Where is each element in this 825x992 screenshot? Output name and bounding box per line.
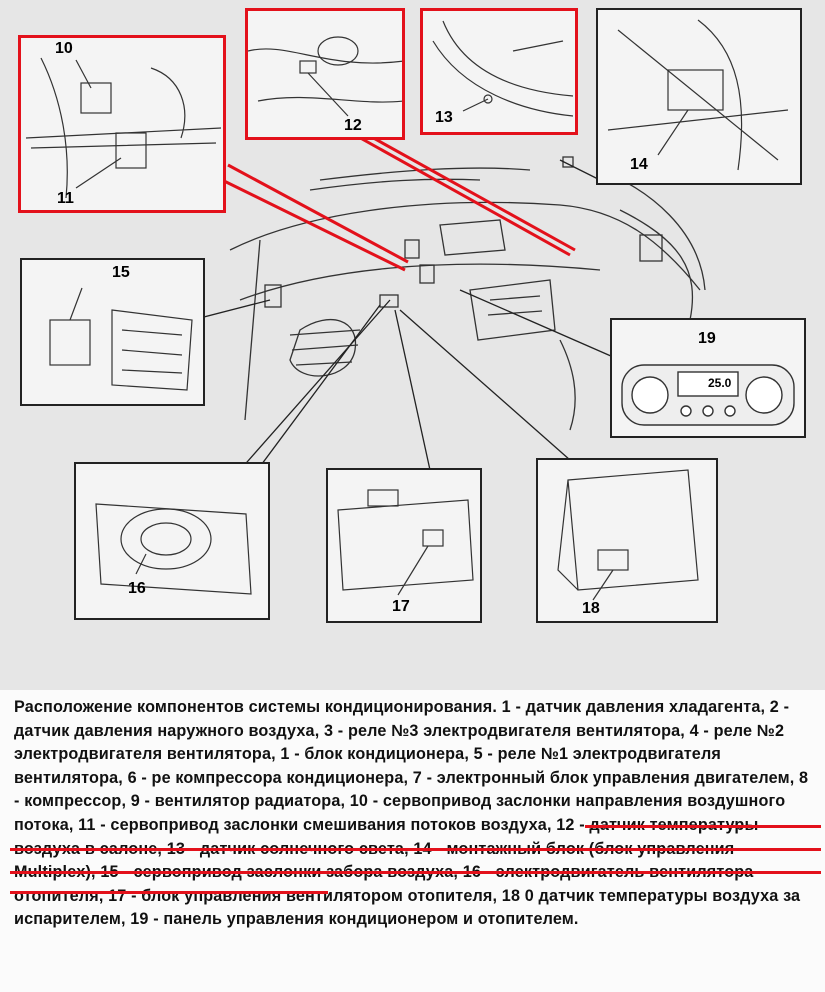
component-diagram: 10 11 12 13 [0,0,825,690]
panel-17: 17 [326,468,482,623]
panel-18: 18 [536,458,718,623]
panel-16: 16 [74,462,270,620]
panel-10-11: 10 11 [18,35,226,213]
cabin-sensor-drawing [248,36,402,117]
intake-servo-drawing [49,287,193,391]
panel-15: 15 [20,258,205,406]
callout-15: 15 [112,264,130,281]
multiplex-drawing [607,19,789,171]
blower-motor-drawing [95,503,252,595]
callout-14: 14 [630,156,648,173]
callout-17: 17 [392,598,410,615]
callout-19: 19 [698,330,716,347]
highlight-line-2 [10,848,821,851]
callout-10: 10 [55,40,73,57]
callout-18: 18 [582,600,600,617]
callout-12: 12 [344,117,362,134]
callout-13: 13 [435,109,453,126]
control-panel-drawing [621,364,795,426]
highlight-line-4 [10,891,328,894]
servo-10-11-drawing [25,57,222,199]
evaporator-sensor-drawing [557,469,699,601]
dashboard-drawing [94,133,706,481]
callout-11: 11 [57,190,74,207]
highlight-line-3 [10,871,821,874]
sun-sensor-drawing [432,20,574,117]
callout-16: 16 [128,580,146,597]
panel-19: 25.0 19 [610,318,806,438]
panel-14: 14 [596,8,802,185]
figure-caption: Расположение компонентов системы кондици… [14,696,816,932]
panel-13: 13 [420,8,578,135]
display-temp: 25.0 [708,376,732,390]
panel-12: 12 [245,8,405,140]
caption-part1: Расположение компонентов системы кондици… [14,698,809,811]
blower-control-drawing [337,489,474,596]
highlight-line-1 [585,825,821,828]
